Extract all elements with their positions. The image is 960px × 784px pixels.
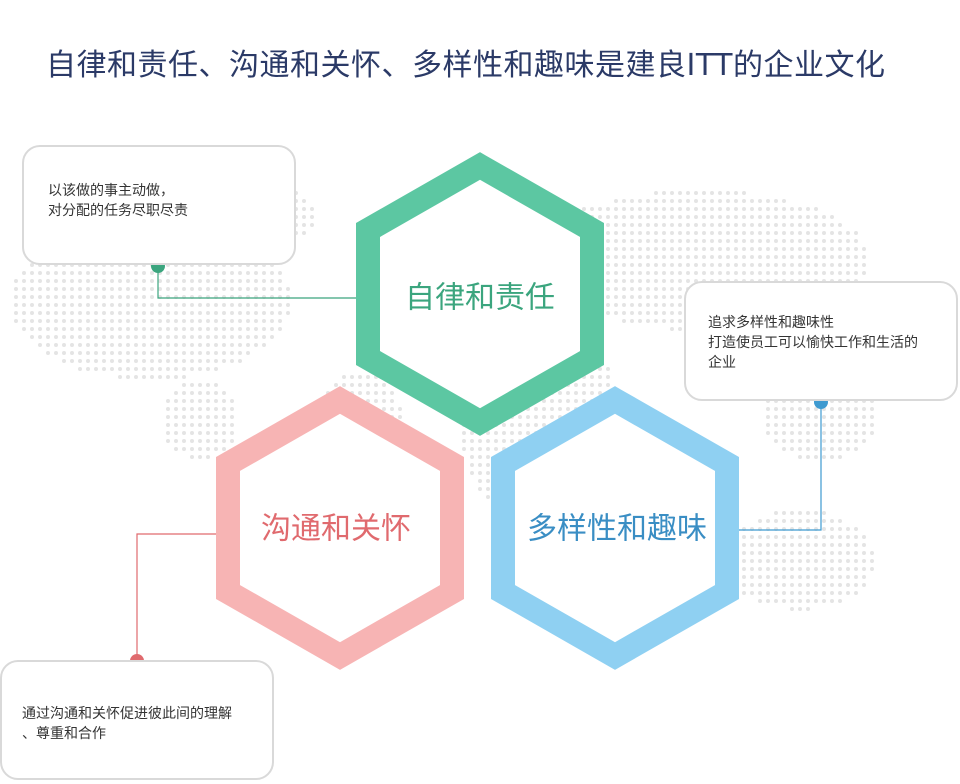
callout-communication-line-2: 、尊重和合作: [22, 726, 106, 742]
page-title: 自律和责任、沟通和关怀、多样性和趣味是建良ITT的企业文化: [46, 48, 886, 83]
hexagon-responsibility: [356, 152, 604, 436]
callout-responsibility: 以该做的事主动做， 对分配的任务尽职尽责: [22, 145, 296, 265]
callout-responsibility-line-1: 以该做的事主动做，: [48, 183, 174, 199]
callout-diversity-line-3: 企业: [708, 355, 736, 371]
hexagon-diversity: [491, 386, 739, 670]
hexagon-label-diversity: 多样性和趣味: [527, 512, 707, 547]
callout-communication: 通过沟通和关怀促进彼此间的理解 、尊重和合作: [0, 660, 274, 780]
hexagon-communication: [216, 386, 464, 670]
connector-responsibility: [157, 266, 360, 299]
callout-communication-line-1: 通过沟通和关怀促进彼此间的理解: [22, 706, 232, 722]
hexagon-label-communication: 沟通和关怀: [261, 512, 411, 547]
callout-responsibility-line-2: 对分配的任务尽职尽责: [48, 203, 188, 219]
hexagon-label-responsibility: 自律和责任: [405, 281, 555, 316]
callout-diversity: 追求多样性和趣味性 打造使员工可以愉快工作和生活的 企业: [684, 281, 958, 401]
callout-diversity-line-2: 打造使员工可以愉快工作和生活的: [708, 335, 918, 351]
callout-diversity-line-1: 追求多样性和趣味性: [708, 315, 834, 331]
connector-communication: [136, 533, 220, 660]
connector-diversity: [736, 402, 822, 531]
